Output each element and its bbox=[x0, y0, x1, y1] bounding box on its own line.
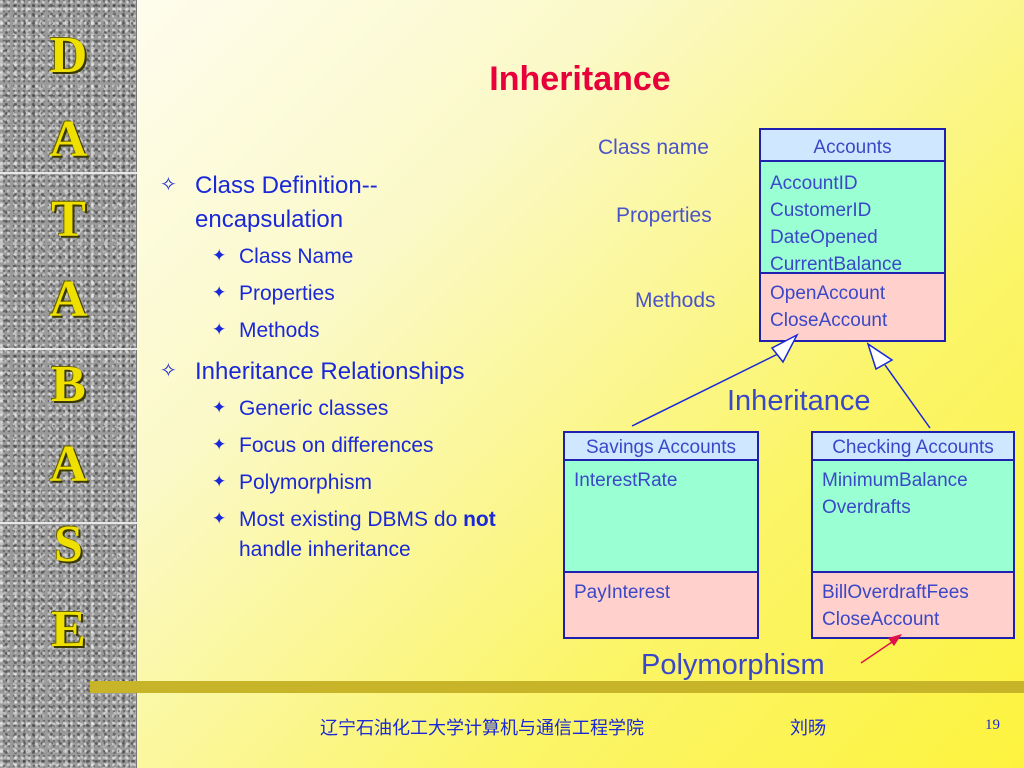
sub-bullet-polymorphism: Polymorphism bbox=[239, 471, 373, 494]
checking-method: CloseAccount bbox=[822, 609, 940, 630]
savings-methods: PayInterest bbox=[563, 571, 759, 639]
accounts-methods: OpenAccount CloseAccount bbox=[759, 272, 946, 342]
accounts-property: AccountID bbox=[770, 173, 858, 194]
label-methods: Methods bbox=[635, 289, 716, 312]
sidebar-letter: T bbox=[51, 191, 86, 248]
footer-institution: 辽宁石油化工大学计算机与通信工程学院 bbox=[320, 718, 644, 738]
sub-bullet-class-name: Class Name bbox=[239, 245, 354, 268]
sidebar-letter: A bbox=[49, 436, 88, 493]
label-inheritance: Inheritance bbox=[727, 385, 871, 417]
sub-bullet-methods: Methods bbox=[239, 319, 320, 342]
label-class-name: Class name bbox=[598, 136, 709, 159]
bullet-star-icon: ✧ bbox=[160, 174, 177, 196]
accounts-method: CloseAccount bbox=[770, 310, 888, 331]
sidebar-divider bbox=[0, 522, 137, 524]
inheritance-arrow-head bbox=[770, 333, 799, 364]
inheritance-arrow-head bbox=[866, 342, 894, 371]
sub-bullet-focus-differences: Focus on differences bbox=[239, 434, 434, 457]
accounts-class-name: Accounts bbox=[759, 128, 946, 162]
label-polymorphism: Polymorphism bbox=[641, 649, 825, 681]
bullet-inheritance-relationships: Inheritance Relationships bbox=[195, 358, 465, 385]
sub-bullet-icon: ✦ bbox=[212, 472, 227, 491]
sub-bullet-icon: ✦ bbox=[212, 509, 227, 528]
sidebar-divider bbox=[0, 348, 137, 350]
checking-methods: BillOverdraftFees CloseAccount bbox=[811, 571, 1015, 639]
checking-class-name: Checking Accounts bbox=[811, 431, 1015, 461]
savings-property: InterestRate bbox=[574, 470, 678, 491]
footer-bar bbox=[90, 681, 1024, 693]
inheritance-line-savings bbox=[631, 349, 787, 427]
sidebar-letter: B bbox=[51, 356, 86, 413]
polymorphism-arrow-head bbox=[888, 634, 902, 646]
sidebar-letter: A bbox=[49, 111, 88, 168]
sidebar-letter: E bbox=[51, 601, 86, 658]
label-properties: Properties bbox=[616, 204, 712, 227]
accounts-property: CustomerID bbox=[770, 200, 872, 221]
savings-properties: InterestRate bbox=[563, 459, 759, 573]
slide-title: Inheritance bbox=[489, 60, 671, 98]
accounts-property: DateOpened bbox=[770, 227, 878, 248]
sub-bullet-dbms-pre: Most existing DBMS do bbox=[239, 508, 464, 531]
inheritance-line-checking bbox=[884, 364, 931, 429]
accounts-properties: AccountID CustomerID DateOpened CurrentB… bbox=[759, 160, 946, 274]
bullet-star-icon: ✧ bbox=[160, 360, 177, 382]
sidebar-database: D A T A B A S E bbox=[0, 0, 137, 768]
bullet-class-definition: Class Definition-- bbox=[195, 172, 378, 199]
sub-bullet-generic-classes: Generic classes bbox=[239, 397, 389, 420]
sub-bullet-icon: ✦ bbox=[212, 246, 227, 265]
checking-property: Overdrafts bbox=[822, 497, 911, 518]
checking-property: MinimumBalance bbox=[822, 470, 968, 491]
sidebar-letter: D bbox=[49, 27, 88, 84]
footer-author: 刘旸 bbox=[790, 718, 826, 738]
checking-properties: MinimumBalance Overdrafts bbox=[811, 459, 1015, 573]
sub-bullet-properties: Properties bbox=[239, 282, 335, 305]
sidebar-divider bbox=[0, 172, 137, 174]
sub-bullet-icon: ✦ bbox=[212, 320, 227, 339]
sub-bullet-dbms-inheritance: Most existing DBMS do not bbox=[239, 508, 496, 532]
page-number: 19 bbox=[985, 717, 1000, 733]
checking-method: BillOverdraftFees bbox=[822, 582, 969, 603]
sub-bullet-icon: ✦ bbox=[212, 283, 227, 302]
savings-class-name: Savings Accounts bbox=[563, 431, 759, 461]
polymorphism-arrow-line bbox=[860, 639, 896, 664]
savings-method: PayInterest bbox=[574, 582, 671, 603]
sub-bullet-dbms-inheritance-cont: handle inheritance bbox=[239, 538, 411, 561]
sub-bullet-icon: ✦ bbox=[212, 398, 227, 417]
accounts-property: CurrentBalance bbox=[770, 254, 903, 274]
sidebar-letter: A bbox=[49, 271, 88, 328]
bullet-class-definition-cont: encapsulation bbox=[195, 206, 344, 233]
accounts-method: OpenAccount bbox=[770, 283, 886, 304]
sub-bullet-dbms-bold: not bbox=[463, 508, 496, 531]
sidebar-letter: S bbox=[54, 516, 83, 573]
sub-bullet-icon: ✦ bbox=[212, 435, 227, 454]
